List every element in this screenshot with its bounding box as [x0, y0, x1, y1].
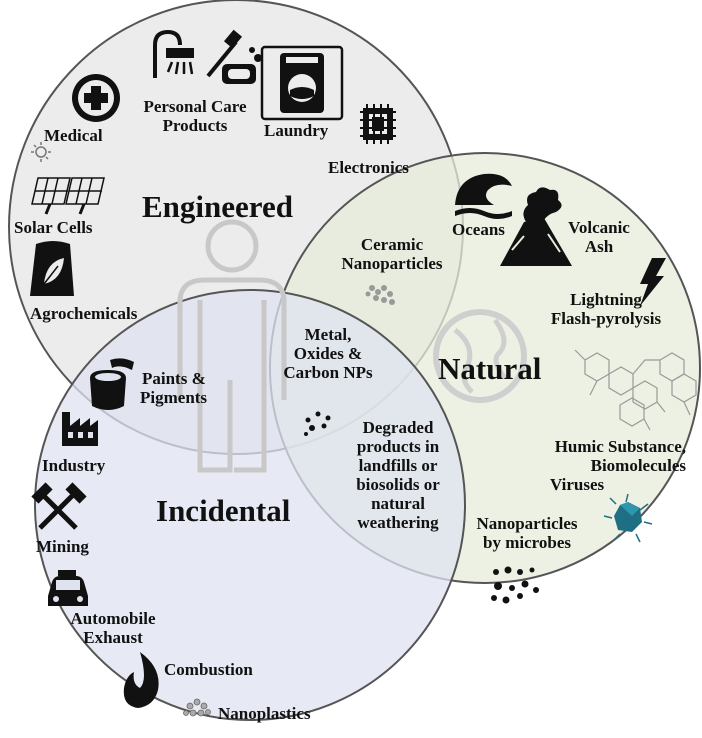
automobile-label: Automobile Exhaust: [70, 609, 156, 648]
volcanic-ash-label: Volcanic Ash: [568, 218, 630, 257]
hammers-icon: [31, 482, 87, 530]
shower-icon: [153, 29, 194, 78]
metal-oxides-overlap-label: Metal, Oxides & Carbon NPs: [283, 325, 373, 383]
microbe-dots-icon: [491, 566, 539, 604]
medical-cross-icon: [72, 74, 120, 122]
nanoplastics-icon: [183, 698, 211, 717]
toothbrush-icon: [206, 29, 243, 78]
solar-cells-label: Solar Cells: [14, 218, 93, 237]
soap-icon: [222, 47, 262, 84]
agrochemicals-label: Agrochemicals: [30, 304, 138, 323]
molecule-icon: [574, 349, 697, 431]
fertilizer-bag-icon: [30, 241, 74, 296]
metal-np-dots-icon: [304, 411, 331, 436]
oceans-label: Oceans: [452, 220, 505, 239]
incidental-title: Incidental: [156, 493, 291, 528]
mining-label: Mining: [36, 537, 89, 556]
virus-icon: [603, 493, 653, 543]
lightning-label: Lightning Flash-pyrolysis: [550, 290, 662, 329]
nanoparticles-icon: [365, 285, 395, 305]
lightning-icon: [640, 258, 666, 306]
degraded-overlap-label: Degraded products in landfills or biosol…: [356, 418, 440, 533]
factory-icon: [62, 412, 98, 446]
humic-label: Humic Substance, Biomolecules Viruses: [550, 437, 686, 495]
industry-label: Industry: [42, 456, 106, 475]
flame-icon: [123, 652, 159, 708]
medical-label: Medical: [44, 126, 103, 145]
washing-machine-icon: [260, 45, 344, 121]
personal-care-label: Personal Care Products: [143, 97, 247, 136]
electronics-label: Electronics: [328, 158, 409, 177]
person-watermark-icon: [177, 219, 287, 473]
incidental-circle: [34, 289, 466, 721]
paint-bucket-icon: [90, 358, 134, 410]
microbes-label: Nanoparticles by microbes: [476, 514, 578, 553]
engineered-title: Engineered: [142, 189, 293, 224]
volcano-icon: [500, 187, 572, 266]
sun-icon: [31, 142, 51, 162]
laundry-label: Laundry: [264, 121, 329, 140]
wave-icon: [455, 173, 512, 219]
car-icon: [48, 570, 88, 606]
nanoplastics-label: Nanoplastics: [218, 704, 311, 723]
globe-watermark-icon: [433, 309, 527, 403]
natural-title: Natural: [438, 351, 542, 386]
ceramic-overlap-label: Ceramic Nanoparticles: [341, 235, 443, 274]
paints-overlap-label: Paints & Pigments: [140, 369, 208, 408]
solar-panel-icon: [31, 177, 105, 215]
chip-icon: [360, 104, 396, 144]
combustion-label: Combustion: [164, 660, 253, 679]
